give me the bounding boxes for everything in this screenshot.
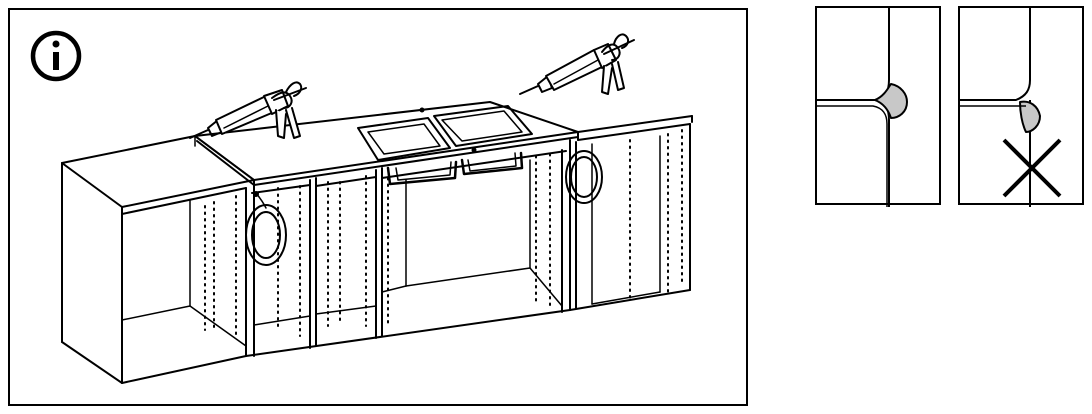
right-sealant-ring xyxy=(565,150,603,204)
sealant-bead-incorrect xyxy=(960,8,1062,207)
info-icon xyxy=(30,30,82,82)
left-caulk-gun xyxy=(189,81,307,139)
detail-correct-panel xyxy=(815,6,941,207)
left-corner-cabinet xyxy=(61,135,255,384)
cross-icon xyxy=(1002,138,1062,198)
right-corner-cabinet xyxy=(569,115,693,311)
main-illustration xyxy=(30,30,693,384)
main-instruction-panel xyxy=(8,8,748,406)
detail-incorrect-panel xyxy=(958,6,1084,207)
left-sealant-ring xyxy=(245,191,287,266)
right-caulk-gun xyxy=(519,33,635,95)
sealant-bead-correct xyxy=(817,8,908,207)
middle-cabinets xyxy=(245,139,571,357)
double-sink xyxy=(357,105,533,186)
